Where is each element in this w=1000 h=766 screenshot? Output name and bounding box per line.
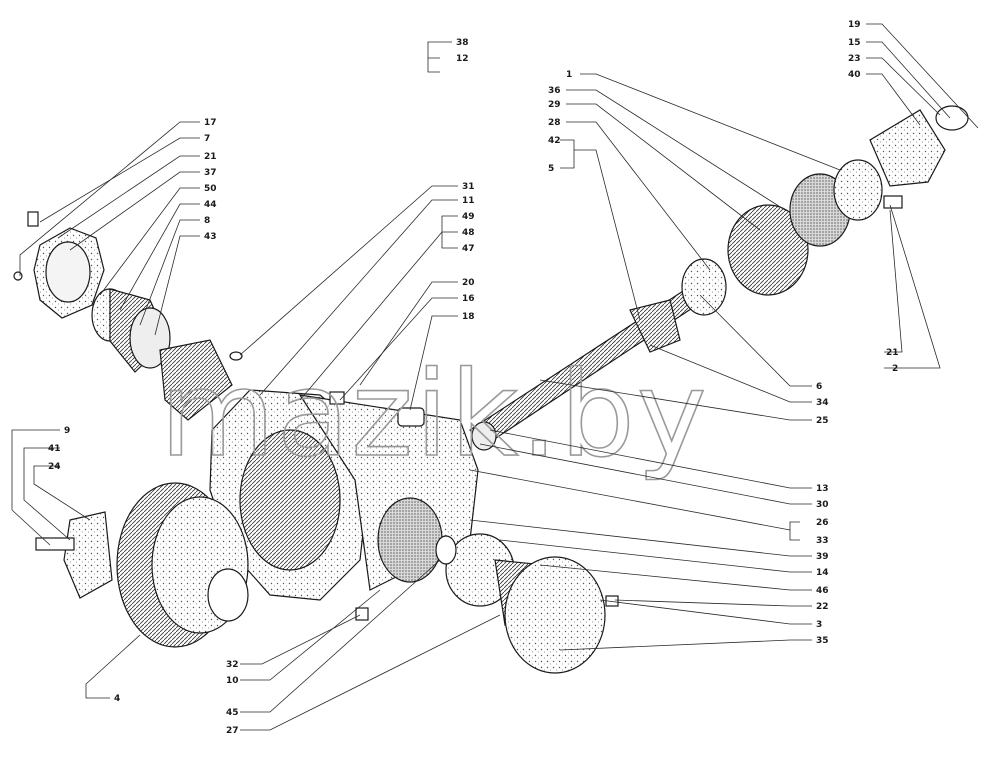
label-50: 50: [204, 184, 217, 194]
label-23: 23: [848, 54, 861, 64]
label-7: 7: [204, 134, 210, 144]
label-1: 1: [566, 70, 572, 80]
label-18: 18: [462, 312, 475, 322]
label-6: 6: [816, 382, 822, 392]
label-36: 36: [548, 86, 561, 96]
part-number-labels: 38 12 19 15 23 40 1 36 29 28 42 5 17 7 2…: [48, 20, 899, 736]
label-21-left: 21: [204, 152, 217, 162]
left-bearing-housing: [91, 288, 171, 373]
label-22: 22: [816, 602, 829, 612]
label-25: 25: [816, 416, 829, 426]
label-27: 27: [226, 726, 239, 736]
label-38: 38: [456, 38, 469, 48]
label-43: 43: [204, 232, 217, 242]
label-33: 33: [816, 536, 829, 546]
label-46: 46: [816, 586, 829, 596]
label-48: 48: [462, 228, 475, 238]
label-40: 40: [848, 70, 861, 80]
label-24: 24: [48, 462, 61, 472]
label-29: 29: [548, 100, 561, 110]
small-plugs: [329, 391, 369, 621]
label-16: 16: [462, 294, 475, 304]
label-39: 39: [816, 552, 829, 562]
label-9: 9: [64, 426, 70, 436]
watermark: mazik.by: [160, 345, 709, 483]
crown-gear-assembly: [116, 482, 249, 648]
label-11: 11: [462, 196, 475, 206]
label-30: 30: [816, 500, 829, 510]
left-cap-and-bolt: [35, 511, 113, 599]
label-37: 37: [204, 168, 217, 178]
label-35: 35: [816, 636, 829, 646]
leader-lines: [11, 23, 979, 731]
label-20: 20: [462, 278, 475, 288]
label-47: 47: [462, 244, 475, 254]
label-28: 28: [548, 118, 561, 128]
label-42: 42: [548, 136, 561, 146]
label-2: 2: [892, 364, 898, 374]
label-32: 32: [226, 660, 239, 670]
label-21-right: 21: [886, 348, 899, 358]
label-8: 8: [204, 216, 210, 226]
label-13: 13: [816, 484, 829, 494]
label-15: 15: [848, 38, 861, 48]
right-bearing-and-cover: [435, 533, 619, 674]
label-14: 14: [816, 568, 829, 578]
label-41: 41: [48, 444, 61, 454]
label-4: 4: [114, 694, 120, 704]
left-cover-flange: [13, 211, 105, 319]
label-49: 49: [462, 212, 475, 222]
label-34: 34: [816, 398, 829, 408]
label-17: 17: [204, 118, 217, 128]
label-12: 12: [456, 54, 469, 64]
left-pinion-gear: [159, 339, 243, 421]
bearing-stack-right: [681, 105, 969, 316]
label-5: 5: [548, 164, 554, 174]
label-26: 26: [816, 518, 829, 528]
label-10: 10: [226, 676, 239, 686]
drive-shaft: [469, 279, 713, 451]
label-19: 19: [848, 20, 861, 30]
label-44: 44: [204, 200, 217, 210]
label-31: 31: [462, 182, 475, 192]
label-45: 45: [226, 708, 239, 718]
label-3: 3: [816, 620, 822, 630]
differential-housing: [209, 389, 479, 601]
